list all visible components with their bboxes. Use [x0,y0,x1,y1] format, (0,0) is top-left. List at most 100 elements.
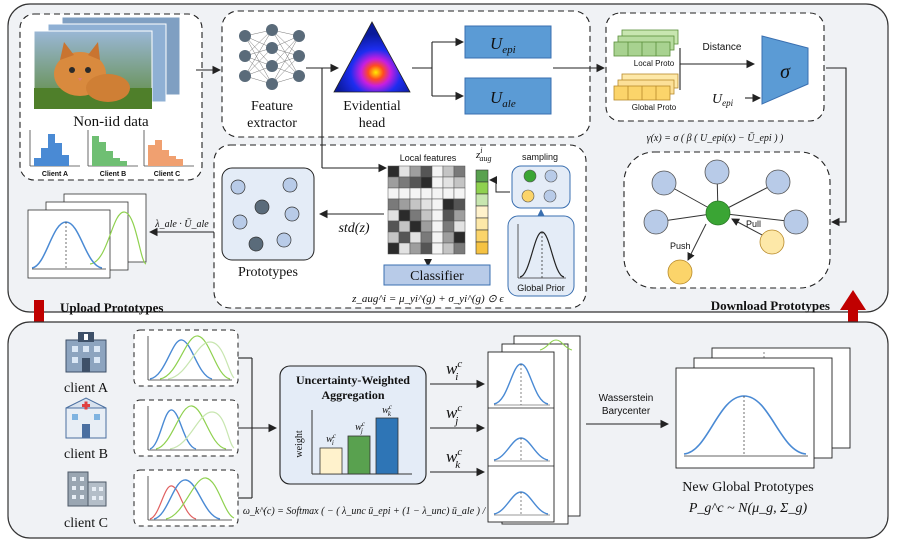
feature-cell [453,220,466,233]
sampling-label: sampling [522,152,558,162]
feature-cell [409,187,422,200]
weight-axis-label: weight [294,430,305,457]
feature-cell [431,198,444,211]
u-epi-input-label: Uepi [712,92,734,108]
hospital-icon-b [65,397,107,439]
client-c-label: client C [64,516,108,531]
feature-cell [420,220,433,233]
feature-cell [387,231,400,244]
omega-formula: ω_k^(c) = Softmax ( − ( λ_unc ū_epi + (1… [243,506,498,517]
weighted-density-stack [487,335,581,525]
z-aug-formula: z_aug^i = μ_yi^(g) + σ_yi^(g) ⊙ ϵ [351,293,504,305]
feature-cell [442,231,455,244]
feature-cell [442,187,455,200]
feature-cell [442,220,455,233]
histogram-client-b [87,130,138,167]
prototypes-label: Prototypes [238,265,298,280]
feature-cell [453,242,466,255]
feature-cell [453,198,466,211]
feature-cell [453,176,466,189]
aggregation-label-2: Aggregation [321,388,384,402]
prototype-dots [230,177,300,252]
feature-cell [442,165,455,178]
download-prototypes-label: Download Prototypes [711,298,830,313]
global-proto-label: Global Proto [632,103,677,112]
feature-cell [409,231,422,244]
head-branch-arrows [412,37,465,101]
wasserstein-label-2: Barycenter [602,406,651,417]
feature-cell [409,165,422,178]
top-left-density-stack [27,193,147,279]
feature-cell [387,165,400,178]
feature-cell [431,209,444,222]
sampling-dots [521,169,558,203]
global-prior-label: Global Prior [517,283,565,293]
feature-cell [387,220,400,233]
feature-cell [420,165,433,178]
feature-cell [431,231,444,244]
feature-cell [398,198,411,211]
non-iid-label: Non-iid data [73,114,149,130]
aggregation-label-1: Uncertainty-Weighted [296,373,410,387]
global-prior-curve [517,224,566,279]
evidential-head-simplex [333,21,411,93]
client-a-chart [133,329,239,387]
client-c-chart [133,469,239,527]
feature-cell [387,242,400,255]
feature-cell [431,242,444,255]
local-proto-stack [613,29,679,57]
weight-bar [319,447,343,475]
std-z-label: std(z) [338,221,369,236]
evidential-head-label-2: head [359,116,385,131]
label-client-c: Client C [154,171,180,178]
new-global-label-2: P_g^c ~ N(μ_g, Σ_g) [688,501,808,516]
feature-cell [420,231,433,244]
global-prior-box [507,215,575,297]
push-label: Push [670,241,691,251]
local-feature-matrix [387,165,466,255]
upload-prototypes-label: Upload Prototypes [60,300,163,315]
classifier-label: Classifier [410,269,464,284]
feature-cell [420,176,433,189]
histogram-client-a [29,130,80,167]
feature-cell [453,165,466,178]
feature-extractor-label-2: extractor [247,116,297,131]
feature-cell [398,187,411,200]
arrow-sampling-to-zaug [489,176,510,193]
feature-cell [442,176,455,189]
feature-cell [431,165,444,178]
feature-cell [387,187,400,200]
push-pull-graph [643,159,809,285]
cat-images [33,16,181,110]
feature-cell [442,242,455,255]
weight-bar [347,435,371,475]
client-a-label: client A [64,381,109,396]
feature-cell [398,231,411,244]
feature-cell [409,242,422,255]
sigma-label: σ [780,61,791,83]
proto-to-sigma-arrows [679,48,756,90]
feature-cell [431,187,444,200]
hospital-icon-a [65,332,107,373]
feature-cell [409,220,422,233]
feature-cell [442,198,455,211]
feature-cell [387,176,400,189]
evidential-head-label-1: Evidential [343,99,401,114]
feature-cell [431,220,444,233]
feature-cell [453,231,466,244]
feature-cell [387,198,400,211]
local-proto-label: Local Proto [634,59,675,68]
feature-extractor-label-1: Feature [251,99,293,114]
arrow-sigma-to-pushpull [826,67,847,227]
feature-cell [398,176,411,189]
feature-cell [398,209,411,222]
client-b-label: client B [64,447,108,462]
pull-label: Pull [746,219,761,229]
classifier-box [383,264,491,286]
